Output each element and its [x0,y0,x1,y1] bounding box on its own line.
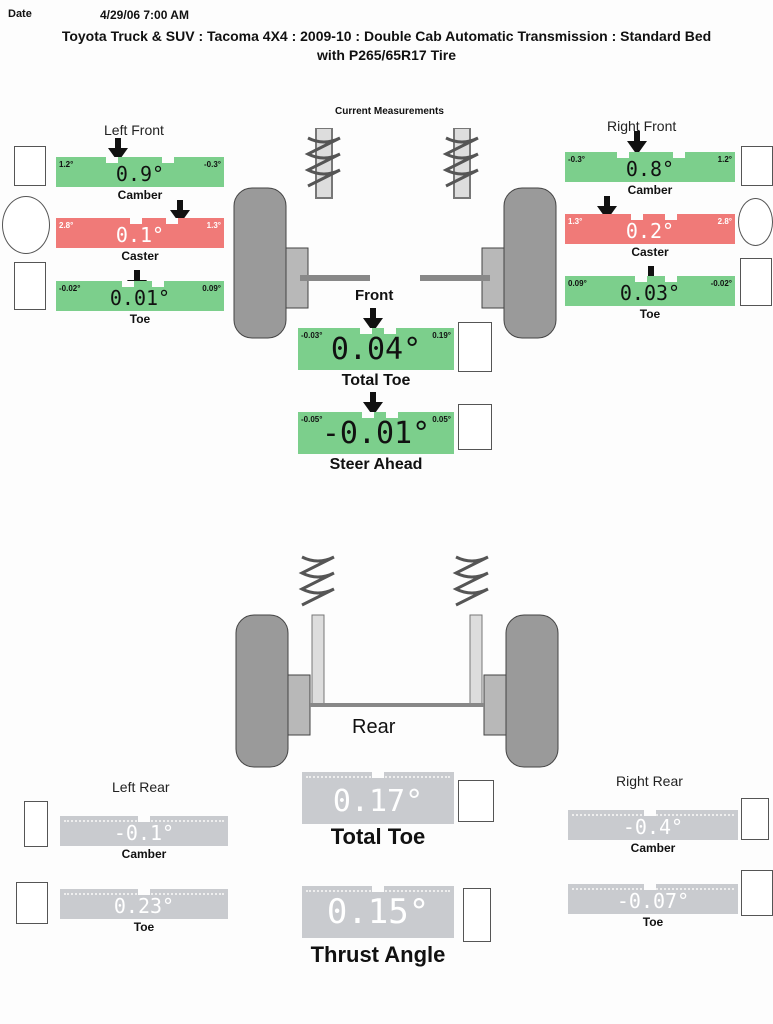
left-front-camber-gauge: 1.2° -0.3° 0.9° Camber [56,157,224,202]
toe-icon [741,870,773,916]
total-toe-icon [458,780,494,822]
date-label: Date [8,8,32,20]
right-rear-camber-gauge: -0.4° Camber [568,810,738,855]
right-front-toe-label: Toe [639,307,661,321]
left-front-camber-min: 1.2° [59,160,74,169]
right-rear-toe-value: -0.07° [616,889,690,913]
left-rear-camber-value: -0.1° [113,821,175,845]
right-front-camber-label: Camber [627,183,673,197]
left-front-camber-value: 0.9° [115,162,165,186]
left-front-toe-max: 0.09° [202,284,221,293]
camber-icon [24,801,48,847]
left-rear-toe-label: Toe [133,920,155,934]
camber-icon [741,798,769,840]
right-front-toe-value: 0.03° [619,281,681,305]
right-rear-camber-label: Camber [630,841,676,855]
left-front-title: Left Front [104,122,164,138]
camber-icon [741,146,773,186]
left-front-toe-min: -0.02° [59,284,81,293]
right-front-camber-max: 1.2° [717,155,732,164]
left-front-toe-gauge: -0.02° 0.09° 0.01° Toe [56,281,224,326]
steer-ahead-min: -0.05° [301,415,323,424]
left-rear-toe-value: 0.23° [113,894,175,918]
right-front-caster-max: 2.8° [717,217,732,226]
rear-total-toe-gauge: 0.17° Total Toe [302,772,454,849]
front-total-toe-max: 0.19° [432,331,451,340]
right-front-toe-min: 0.09° [568,279,587,288]
right-rear-toe-label: Toe [642,915,664,929]
toe-icon [14,262,46,310]
steer-ahead-label: Steer Ahead [329,456,423,473]
vehicle-title: Toyota Truck & SUV : Tacoma 4X4 : 2009-1… [0,27,773,65]
thrust-angle-gauge: 0.15° Thrust Angle [302,886,454,967]
vehicle-title-line2: with P265/65R17 Tire [316,47,457,63]
front-section-label: Front [355,287,394,304]
right-front-title: Right Front [607,118,677,134]
steer-ahead-value: -0.01° [321,416,431,451]
rear-suspension-illustration [235,555,559,768]
left-front-caster-value: 0.1° [115,223,165,247]
caster-icon [2,196,50,254]
right-front-toe-gauge: 0.09° -0.02° 0.03° Toe [565,276,735,321]
current-measurements-heading: Current Measurements [335,106,444,117]
left-front-camber-max: -0.3° [204,160,221,169]
right-front-toe-max: -0.02° [710,279,732,288]
camber-indicator-arrow [627,131,647,155]
right-front-camber-value: 0.8° [625,157,675,181]
caster-icon [738,198,773,246]
left-rear-title: Left Rear [112,779,170,795]
toe-icon [16,882,48,924]
right-rear-title: Right Rear [616,773,683,789]
front-total-toe-value: 0.04° [330,332,422,367]
total-toe-icon [458,322,492,372]
thrust-angle-value: 0.15° [326,892,430,932]
left-front-camber-label: Camber [117,188,163,202]
steer-ahead-icon [458,404,492,450]
front-total-toe-min: -0.03° [301,331,323,340]
right-front-caster-label: Caster [631,245,669,259]
left-rear-toe-gauge: 0.23° Toe [60,889,228,934]
left-front-caster-label: Caster [121,249,159,263]
steer-ahead-gauge: -0.05° 0.05° -0.01° Steer Ahead [298,412,454,473]
right-rear-toe-gauge: -0.07° Toe [568,884,738,929]
right-front-caster-value: 0.2° [625,219,675,243]
left-rear-camber-gauge: -0.1° Camber [60,816,228,861]
rear-total-toe-label: Total Toe [330,824,426,849]
thrust-angle-icon [463,888,491,942]
right-front-caster-min: 1.3° [568,217,583,226]
vehicle-title-line1: Toyota Truck & SUV : Tacoma 4X4 : 2009-1… [61,28,712,44]
toe-icon [740,258,772,306]
thrust-angle-label: Thrust Angle [310,942,446,967]
steer-ahead-max: 0.05° [432,415,451,424]
left-front-caster-max: 1.3° [206,221,221,230]
right-front-caster-gauge: 1.3° 2.8° 0.2° Caster [565,214,735,259]
timestamp: 4/29/06 7:00 AM [100,8,189,22]
left-front-caster-min: 2.8° [59,221,74,230]
right-rear-camber-value: -0.4° [622,815,684,839]
rear-section-label: Rear [352,716,396,738]
camber-icon [14,146,46,186]
right-front-camber-gauge: -0.3° 1.2° 0.8° Camber [565,152,735,197]
left-front-toe-value: 0.01° [109,286,171,310]
left-front-toe-label: Toe [129,312,151,326]
rear-total-toe-value: 0.17° [332,784,424,819]
front-suspension-illustration [233,128,557,339]
front-total-toe-gauge: -0.03° 0.19° 0.04° Total Toe [298,328,454,389]
front-total-toe-label: Total Toe [341,372,411,389]
left-front-caster-gauge: 2.8° 1.3° 0.1° Caster [56,218,224,263]
right-front-camber-min: -0.3° [568,155,585,164]
left-rear-camber-label: Camber [121,847,167,861]
